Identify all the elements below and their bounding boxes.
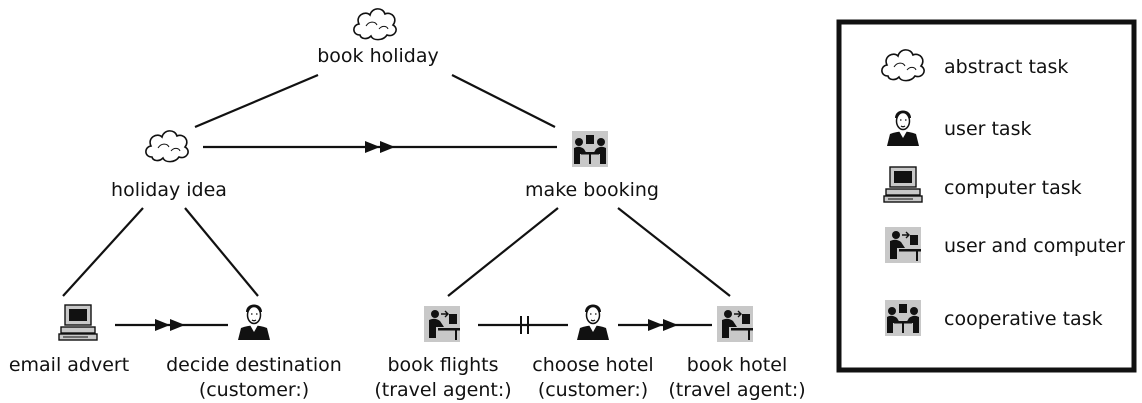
edge-make-booking-book-hotel: [617, 207, 731, 297]
node-book-flights-label: book flights: [387, 354, 498, 376]
node-decide-destination-role: (customer:): [199, 379, 309, 401]
node-book-hotel-label: book hotel: [687, 354, 787, 376]
cooperative-icon: [571, 130, 609, 168]
node-decide-destination-label: decide destination: [166, 354, 342, 376]
node-choose-hotel-role: (customer:): [538, 379, 648, 401]
node-holiday-idea-label: holiday idea: [111, 179, 227, 201]
parallel-bars-icon: [520, 316, 529, 334]
node-choose-hotel-label: choose hotel: [532, 354, 653, 376]
cooperative-icon: [884, 299, 922, 337]
node-labels: book holiday holiday idea make booking e…: [9, 45, 806, 401]
node-book-flights-role: (travel agent:): [374, 379, 511, 401]
edge-make-booking-book-flights: [447, 207, 559, 297]
edge-holiday-idea-decide-destination: [184, 207, 259, 297]
legend-item-label: cooperative task: [944, 308, 1103, 330]
legend-item-label: abstract task: [944, 56, 1068, 78]
double-arrow-icon: [155, 319, 185, 331]
legend: abstract task user task computer task us…: [836, 19, 1137, 373]
computer-icon: [883, 166, 923, 203]
user-icon: [237, 303, 271, 341]
cloud-icon: [353, 8, 397, 41]
edge-book-holiday-make-booking: [451, 74, 556, 128]
legend-item-label: computer task: [944, 177, 1082, 199]
user-icon: [576, 303, 610, 341]
user-computer-icon: [716, 305, 754, 343]
user-computer-icon: [423, 305, 461, 343]
edge-holiday-idea-email-advert: [62, 207, 144, 297]
cloud-icon: [145, 130, 189, 163]
legend-item-label: user task: [944, 118, 1031, 140]
legend-item-label: user and computer: [944, 235, 1125, 257]
user-computer-icon: [884, 226, 922, 264]
node-make-booking-label: make booking: [525, 179, 659, 201]
hierarchy-edges: [62, 73, 731, 297]
computer-icon: [58, 304, 98, 341]
double-arrow-icon: [648, 319, 678, 331]
node-book-hotel-role: (travel agent:): [668, 379, 805, 401]
temporal-edges: [115, 141, 712, 334]
edge-book-holiday-holiday-idea: [194, 73, 319, 129]
node-email-advert-label: email advert: [9, 354, 129, 376]
node-book-holiday-label: book holiday: [317, 45, 439, 67]
double-arrow-icon: [365, 141, 395, 153]
